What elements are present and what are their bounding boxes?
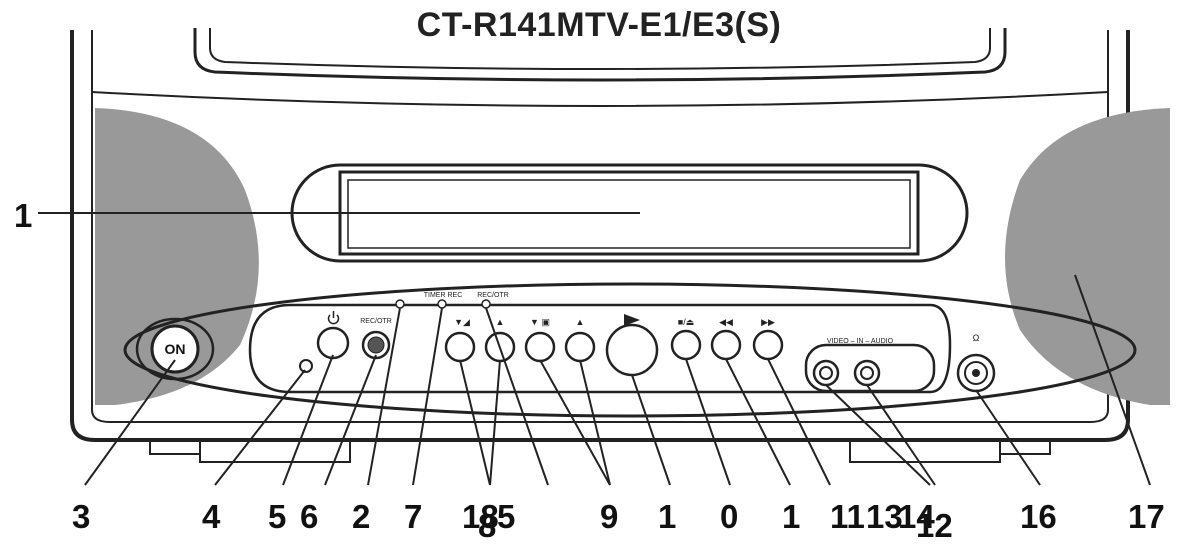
callout-5b: 5	[497, 498, 515, 535]
power-icon	[327, 311, 340, 325]
left-foot	[149, 439, 201, 455]
left-foot-base	[199, 439, 351, 463]
channel-down-button	[524, 331, 556, 363]
callout-11: 11	[830, 498, 865, 535]
power-led	[395, 299, 405, 309]
callout-3: 3	[72, 498, 90, 535]
volume-down-button	[444, 331, 476, 363]
fast-forward-icon: ▶▶	[761, 317, 775, 327]
left-speaker	[95, 108, 259, 405]
leader-lines	[38, 212, 1151, 486]
callout-18: 18	[462, 498, 499, 535]
stop-eject-button	[670, 329, 702, 361]
right-foot	[999, 439, 1051, 455]
upper-face	[91, 91, 1109, 107]
callout-1b: 1	[782, 498, 800, 535]
on-recess	[135, 317, 215, 381]
callout-6: 6	[300, 498, 318, 535]
callout-1a: 1	[658, 498, 676, 535]
right-speaker	[1005, 108, 1170, 405]
volume-up-icon: ▲	[496, 317, 505, 327]
on-button	[150, 324, 200, 374]
rec-otr-label: REC/OTR	[360, 318, 392, 325]
headphone-icon: Ω	[973, 333, 980, 343]
channel-up-icon: ▲	[576, 317, 585, 327]
callout-9: 9	[600, 498, 618, 535]
callout-17: 17	[1128, 498, 1165, 535]
volume-down-icon: ▼◢	[454, 317, 470, 327]
video-jack	[812, 359, 840, 387]
rec-otr-led-label: REC/OTR	[477, 292, 509, 299]
rec-otr-led	[481, 299, 491, 309]
callout-7: 7	[404, 498, 422, 535]
callout-1-left: 1	[14, 197, 32, 234]
audio-jack	[853, 359, 881, 387]
page-title: CT-R141MTV-E1/E3(S)	[416, 6, 782, 44]
cabinet-inner	[91, 30, 1109, 423]
play-button	[605, 323, 659, 377]
screen-bezel-inner	[209, 28, 991, 70]
callout-16: 16	[1020, 498, 1057, 535]
callout-12: 12	[916, 507, 953, 544]
callout-13: 13	[866, 498, 903, 535]
sensor-window	[299, 359, 313, 373]
callout-5: 5	[268, 498, 286, 535]
screen-bezel	[193, 28, 1007, 82]
video-in-audio-label: VIDEO – IN – AUDIO	[827, 338, 894, 345]
callout-4: 4	[202, 498, 221, 535]
power-button	[316, 326, 350, 360]
callout-0: 0	[720, 498, 738, 535]
channel-down-icon: ▼ ▣	[530, 317, 550, 327]
callout-2: 2	[352, 498, 370, 535]
stop-eject-icon: ■/⏏	[678, 317, 694, 327]
callout-14: 14	[898, 498, 935, 535]
play-icon	[624, 314, 640, 326]
timer-rec-led	[437, 299, 447, 309]
control-panel	[248, 303, 952, 394]
callout-8: 8	[478, 507, 496, 544]
control-band	[123, 282, 1137, 418]
rewind-icon: ◀◀	[719, 317, 733, 327]
timer-rec-label: TIMER REC	[424, 292, 463, 299]
on-label: ON	[165, 341, 186, 357]
fast-forward-button	[752, 329, 784, 361]
channel-up-button	[564, 331, 596, 363]
right-foot-base	[849, 439, 1001, 463]
rewind-button	[710, 329, 742, 361]
